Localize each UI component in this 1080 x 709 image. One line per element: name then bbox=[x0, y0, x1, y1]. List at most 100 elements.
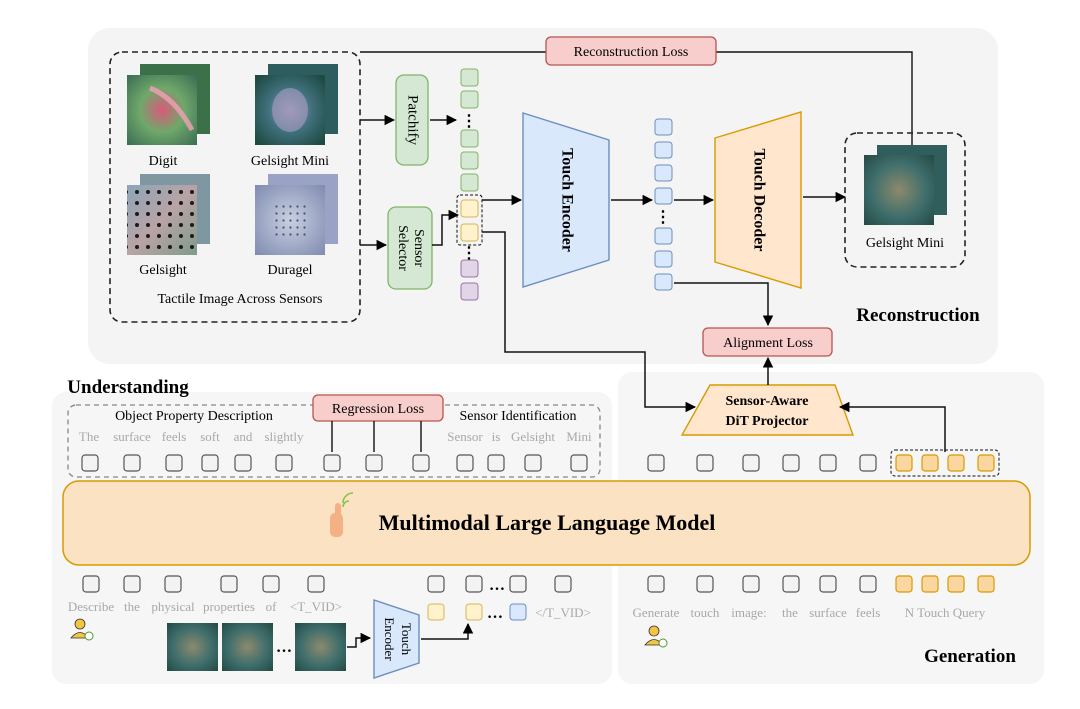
unused-sensor-token bbox=[460, 259, 479, 278]
video-token bbox=[427, 603, 445, 621]
encoder-to-video-tokens-arrow bbox=[421, 622, 474, 640]
digit-image bbox=[127, 64, 210, 145]
gelsight-label: Gelsight bbox=[139, 263, 187, 278]
input-token bbox=[819, 575, 837, 593]
touch-encoder-block bbox=[522, 112, 610, 288]
queries-to-projector-arrow bbox=[838, 401, 946, 452]
input-token bbox=[220, 575, 238, 593]
small-touch-encoder-label-1: Touch bbox=[399, 623, 414, 656]
understanding-output-box bbox=[67, 404, 601, 478]
reconstruction-section-title: Reconstruction bbox=[856, 305, 980, 326]
input-token bbox=[465, 575, 483, 593]
output-token bbox=[412, 454, 430, 472]
gelsight-mini-image bbox=[255, 64, 338, 145]
query-input-tokens bbox=[895, 575, 995, 593]
output-token bbox=[365, 454, 383, 472]
alignment-loss-label: Alignment Loss bbox=[723, 336, 813, 351]
input-token bbox=[647, 575, 665, 593]
patch-token bbox=[460, 90, 479, 109]
latent-token bbox=[654, 227, 673, 245]
output-token bbox=[81, 454, 99, 472]
reconstructed-image bbox=[864, 145, 947, 225]
query-token bbox=[921, 575, 939, 593]
regression-loss-label: Regression Loss bbox=[332, 402, 424, 417]
sensor-words: Sensor is Gelsight Mini bbox=[447, 429, 592, 444]
gelsight-image bbox=[127, 174, 210, 255]
output-token bbox=[524, 454, 542, 472]
input-word: the bbox=[124, 599, 140, 614]
video-frame bbox=[167, 623, 218, 671]
output-token bbox=[647, 454, 665, 472]
patchify-label: Patchify bbox=[405, 95, 421, 145]
horizontal-ellipsis: … bbox=[489, 577, 505, 594]
output-word: Mini bbox=[566, 429, 592, 444]
duragel-image bbox=[255, 174, 338, 255]
frames-to-encoder-arrow bbox=[347, 632, 372, 648]
output-word: soft bbox=[200, 429, 220, 444]
mllm-block bbox=[62, 480, 1031, 566]
query-token bbox=[895, 454, 913, 472]
output-token bbox=[487, 454, 505, 472]
video-token bbox=[465, 603, 483, 621]
vertical-ellipsis: ⋮ bbox=[655, 209, 671, 226]
small-touch-encoder-label-2: Encoder bbox=[382, 617, 397, 661]
output-token bbox=[742, 454, 760, 472]
sensor-selector-label-2: Selector bbox=[395, 225, 410, 271]
output-token bbox=[234, 454, 252, 472]
generation-input-tokens bbox=[647, 575, 877, 593]
latent-token bbox=[654, 118, 673, 136]
query-token bbox=[947, 454, 965, 472]
output-token bbox=[323, 454, 341, 472]
understanding-input-tokens bbox=[82, 575, 572, 593]
vertical-ellipsis: ⋮ bbox=[461, 113, 477, 130]
output-word: Gelsight bbox=[511, 429, 555, 444]
output-word: is bbox=[492, 429, 501, 444]
vertical-ellipsis: ⋮ bbox=[461, 245, 477, 262]
input-token bbox=[82, 575, 100, 593]
input-token bbox=[859, 575, 877, 593]
sensor-selector-label-1: Sensor bbox=[411, 229, 426, 267]
input-word: feels bbox=[856, 605, 881, 620]
output-token bbox=[123, 454, 141, 472]
mllm-label: Multimodal Large Language Model bbox=[379, 510, 716, 535]
patch-token-column: ⋮ ⋮ bbox=[456, 68, 483, 301]
input-token bbox=[554, 575, 572, 593]
understanding-prompt-words: Describe the physical properties of <T_V… bbox=[68, 599, 342, 614]
query-output-tokens bbox=[895, 454, 995, 472]
query-token bbox=[947, 575, 965, 593]
patchify-block bbox=[395, 74, 429, 166]
sensor-selector-block bbox=[387, 206, 433, 290]
latent-token bbox=[654, 164, 673, 182]
output-word: surface bbox=[113, 429, 151, 444]
input-token bbox=[164, 575, 182, 593]
touch-encoder-label: Touch Encoder bbox=[558, 148, 575, 252]
video-token bbox=[509, 603, 527, 621]
unused-sensor-token bbox=[460, 282, 479, 301]
input-token bbox=[509, 575, 527, 593]
duragel-label: Duragel bbox=[267, 263, 312, 278]
input-token bbox=[696, 575, 714, 593]
latent-token bbox=[654, 187, 673, 205]
input-word: the bbox=[782, 605, 798, 620]
generation-output-tokens bbox=[647, 454, 877, 472]
video-frame bbox=[222, 623, 273, 671]
patch-token bbox=[460, 173, 479, 192]
digit-label: Digit bbox=[149, 154, 178, 169]
tactile-video-frames bbox=[167, 623, 346, 671]
latent-token bbox=[654, 141, 673, 159]
query-output-group bbox=[890, 449, 1000, 477]
touch-query-label: N Touch Query bbox=[905, 605, 986, 620]
patch-token bbox=[460, 151, 479, 170]
latent-token bbox=[654, 273, 673, 291]
hand-touch-icon bbox=[330, 492, 354, 537]
alignment-loss-box bbox=[702, 327, 833, 357]
user-icon bbox=[644, 625, 668, 648]
generation-section-title: Generation bbox=[924, 646, 1016, 667]
video-frame bbox=[295, 623, 346, 671]
sensor-token bbox=[460, 223, 479, 242]
input-word: image: bbox=[731, 605, 766, 620]
output-word: feels bbox=[162, 429, 187, 444]
output-word: and bbox=[234, 429, 253, 444]
dit-projector-label-1: Sensor-Aware bbox=[726, 394, 809, 409]
output-token bbox=[165, 454, 183, 472]
